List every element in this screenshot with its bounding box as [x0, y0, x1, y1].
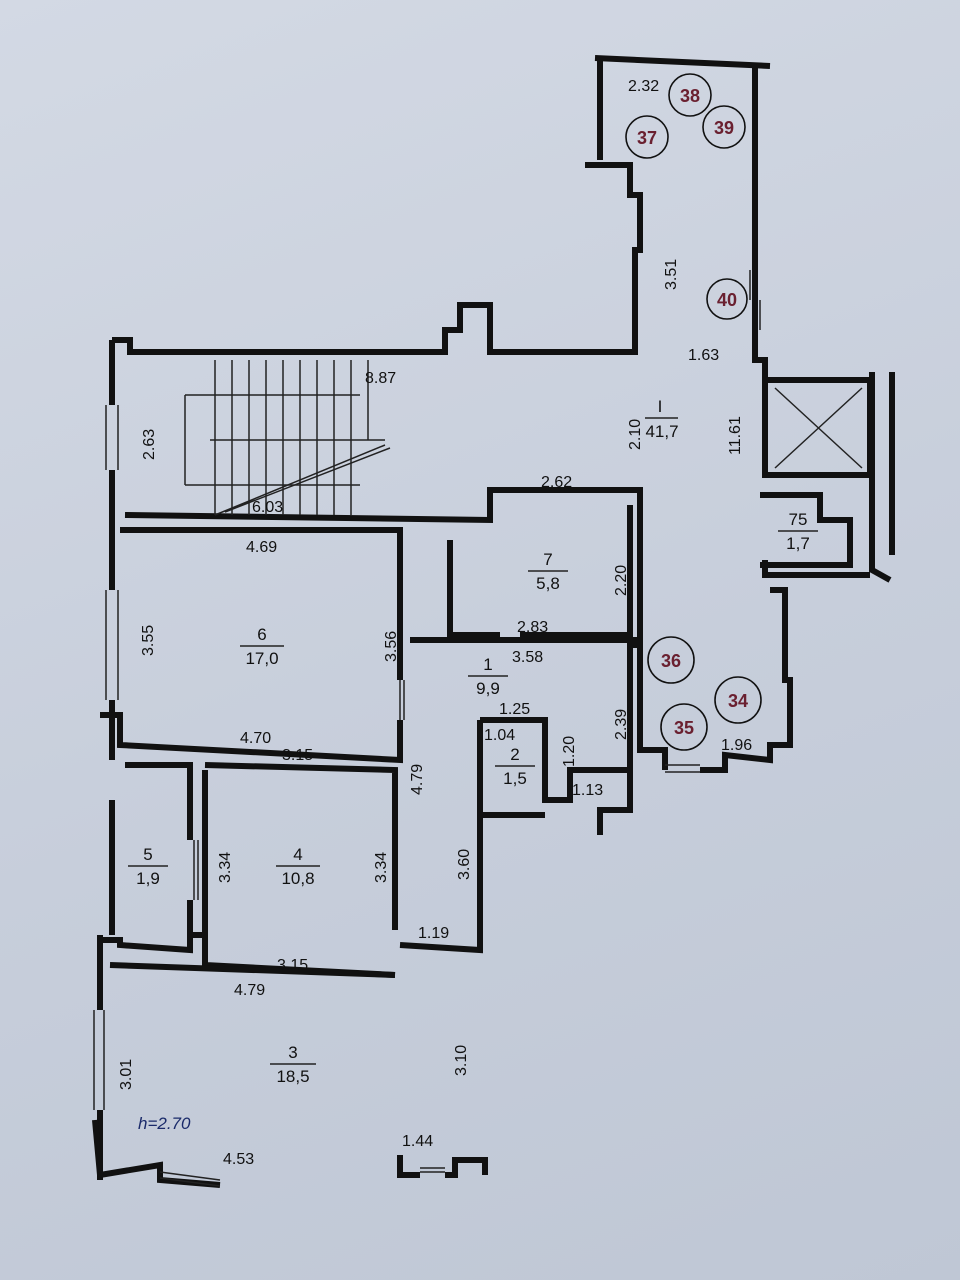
- marker-39: 39: [714, 118, 734, 138]
- dim: 2.62: [541, 474, 572, 491]
- dim: 1.63: [688, 347, 719, 364]
- dim: 4.79: [409, 764, 426, 795]
- dim: 1.44: [402, 1133, 433, 1150]
- dim: 3.15: [277, 957, 308, 974]
- marker-37: 37: [637, 128, 657, 148]
- marker-38: 38: [680, 86, 700, 106]
- dim: 1.25: [499, 701, 530, 718]
- dim: 2.63: [141, 429, 158, 460]
- room-5-area: 1,9: [136, 869, 160, 888]
- dim: 6.03: [252, 499, 283, 516]
- room-75-number: 75: [789, 510, 808, 529]
- room-labels: I 41,7 1 9,9 2 1,5 3 18,5 4 10,8 5 1,9 6 17,0 7…: [128, 397, 818, 1086]
- dim: 2.39: [613, 709, 630, 740]
- dim: 4.69: [246, 539, 277, 556]
- room-2-area: 1,5: [503, 769, 527, 788]
- room-6-number: 6: [257, 625, 266, 644]
- dim: 2.32: [628, 78, 659, 95]
- dim: 4.53: [223, 1151, 254, 1168]
- marker-circles: 38 37 39 40 36 34 35: [625, 73, 762, 751]
- room-6-area: 17,0: [245, 649, 278, 668]
- dim: 3.56: [383, 631, 400, 662]
- room-4-area: 10,8: [281, 869, 314, 888]
- dim: 3.34: [217, 852, 234, 883]
- room-I-number: I: [658, 397, 663, 416]
- dim: 1.96: [721, 737, 752, 754]
- dim: 3.10: [453, 1045, 470, 1076]
- dim: 1.19: [418, 925, 449, 942]
- dim: 3.60: [456, 849, 473, 880]
- room-7-number: 7: [543, 550, 552, 569]
- dim: 3.58: [512, 649, 543, 666]
- room-3-number: 3: [288, 1043, 297, 1062]
- dim: 1.20: [561, 736, 578, 767]
- dim: 2.10: [627, 419, 644, 450]
- room-1-number: 1: [483, 655, 492, 674]
- dim: 3.34: [373, 852, 390, 883]
- dim: 1.13: [572, 782, 603, 799]
- dim: 4.79: [234, 982, 265, 999]
- dim: 3.15: [282, 747, 313, 764]
- marker-40: 40: [717, 290, 737, 310]
- dim: 8.87: [365, 370, 396, 387]
- dim: 3.51: [663, 259, 680, 290]
- dim: 1.04: [484, 727, 515, 744]
- dim: 11.61: [727, 416, 744, 455]
- room-7-area: 5,8: [536, 574, 560, 593]
- dim: 2.20: [613, 565, 630, 596]
- window-marks: [93, 270, 863, 1187]
- walls: [92, 55, 895, 1188]
- room-2-number: 2: [510, 745, 519, 764]
- marker-34: 34: [728, 691, 748, 711]
- ceiling-height-note: h=2.70: [138, 1114, 191, 1133]
- room-5-number: 5: [143, 845, 152, 864]
- dim: 3.55: [140, 625, 157, 656]
- marker-35: 35: [674, 718, 694, 738]
- staircase: [184, 360, 385, 515]
- room-I-area: 41,7: [645, 422, 678, 441]
- marker-36: 36: [661, 651, 681, 671]
- room-1-area: 9,9: [476, 679, 500, 698]
- dim: 4.70: [240, 730, 271, 747]
- room-75-area: 1,7: [786, 534, 810, 553]
- room-3-area: 18,5: [276, 1067, 309, 1086]
- room-4-number: 4: [293, 845, 302, 864]
- dimensions: 2.32 3.51 1.63 2.10 11.61 8.87 2.63 6.03…: [118, 78, 752, 1168]
- dim: 3.01: [118, 1059, 135, 1090]
- dim: 2.83: [517, 619, 548, 636]
